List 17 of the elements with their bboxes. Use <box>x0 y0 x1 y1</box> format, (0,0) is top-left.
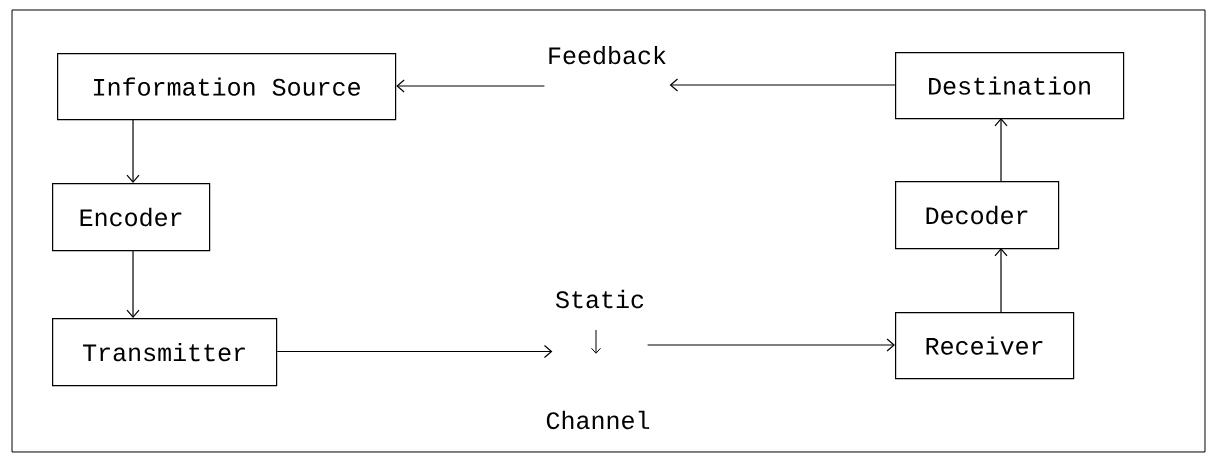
arrow <box>647 338 895 352</box>
arrow <box>669 78 896 92</box>
node-text: Feedback <box>549 45 666 65</box>
process-box: Encoder <box>52 183 211 252</box>
process-box: Decoder <box>895 181 1060 250</box>
arrow <box>126 118 140 183</box>
process-box: Transmitter <box>52 318 278 387</box>
arrow <box>994 248 1008 313</box>
channel-label: Channel <box>546 410 650 430</box>
arrow <box>994 118 1008 182</box>
node-text: Static <box>555 289 644 309</box>
arrow <box>276 344 553 359</box>
process-box: Destination <box>895 52 1125 120</box>
process-box: Information Source <box>57 53 397 121</box>
arrow <box>396 79 545 93</box>
process-box: Receiver <box>895 312 1075 380</box>
arrow <box>126 249 140 318</box>
